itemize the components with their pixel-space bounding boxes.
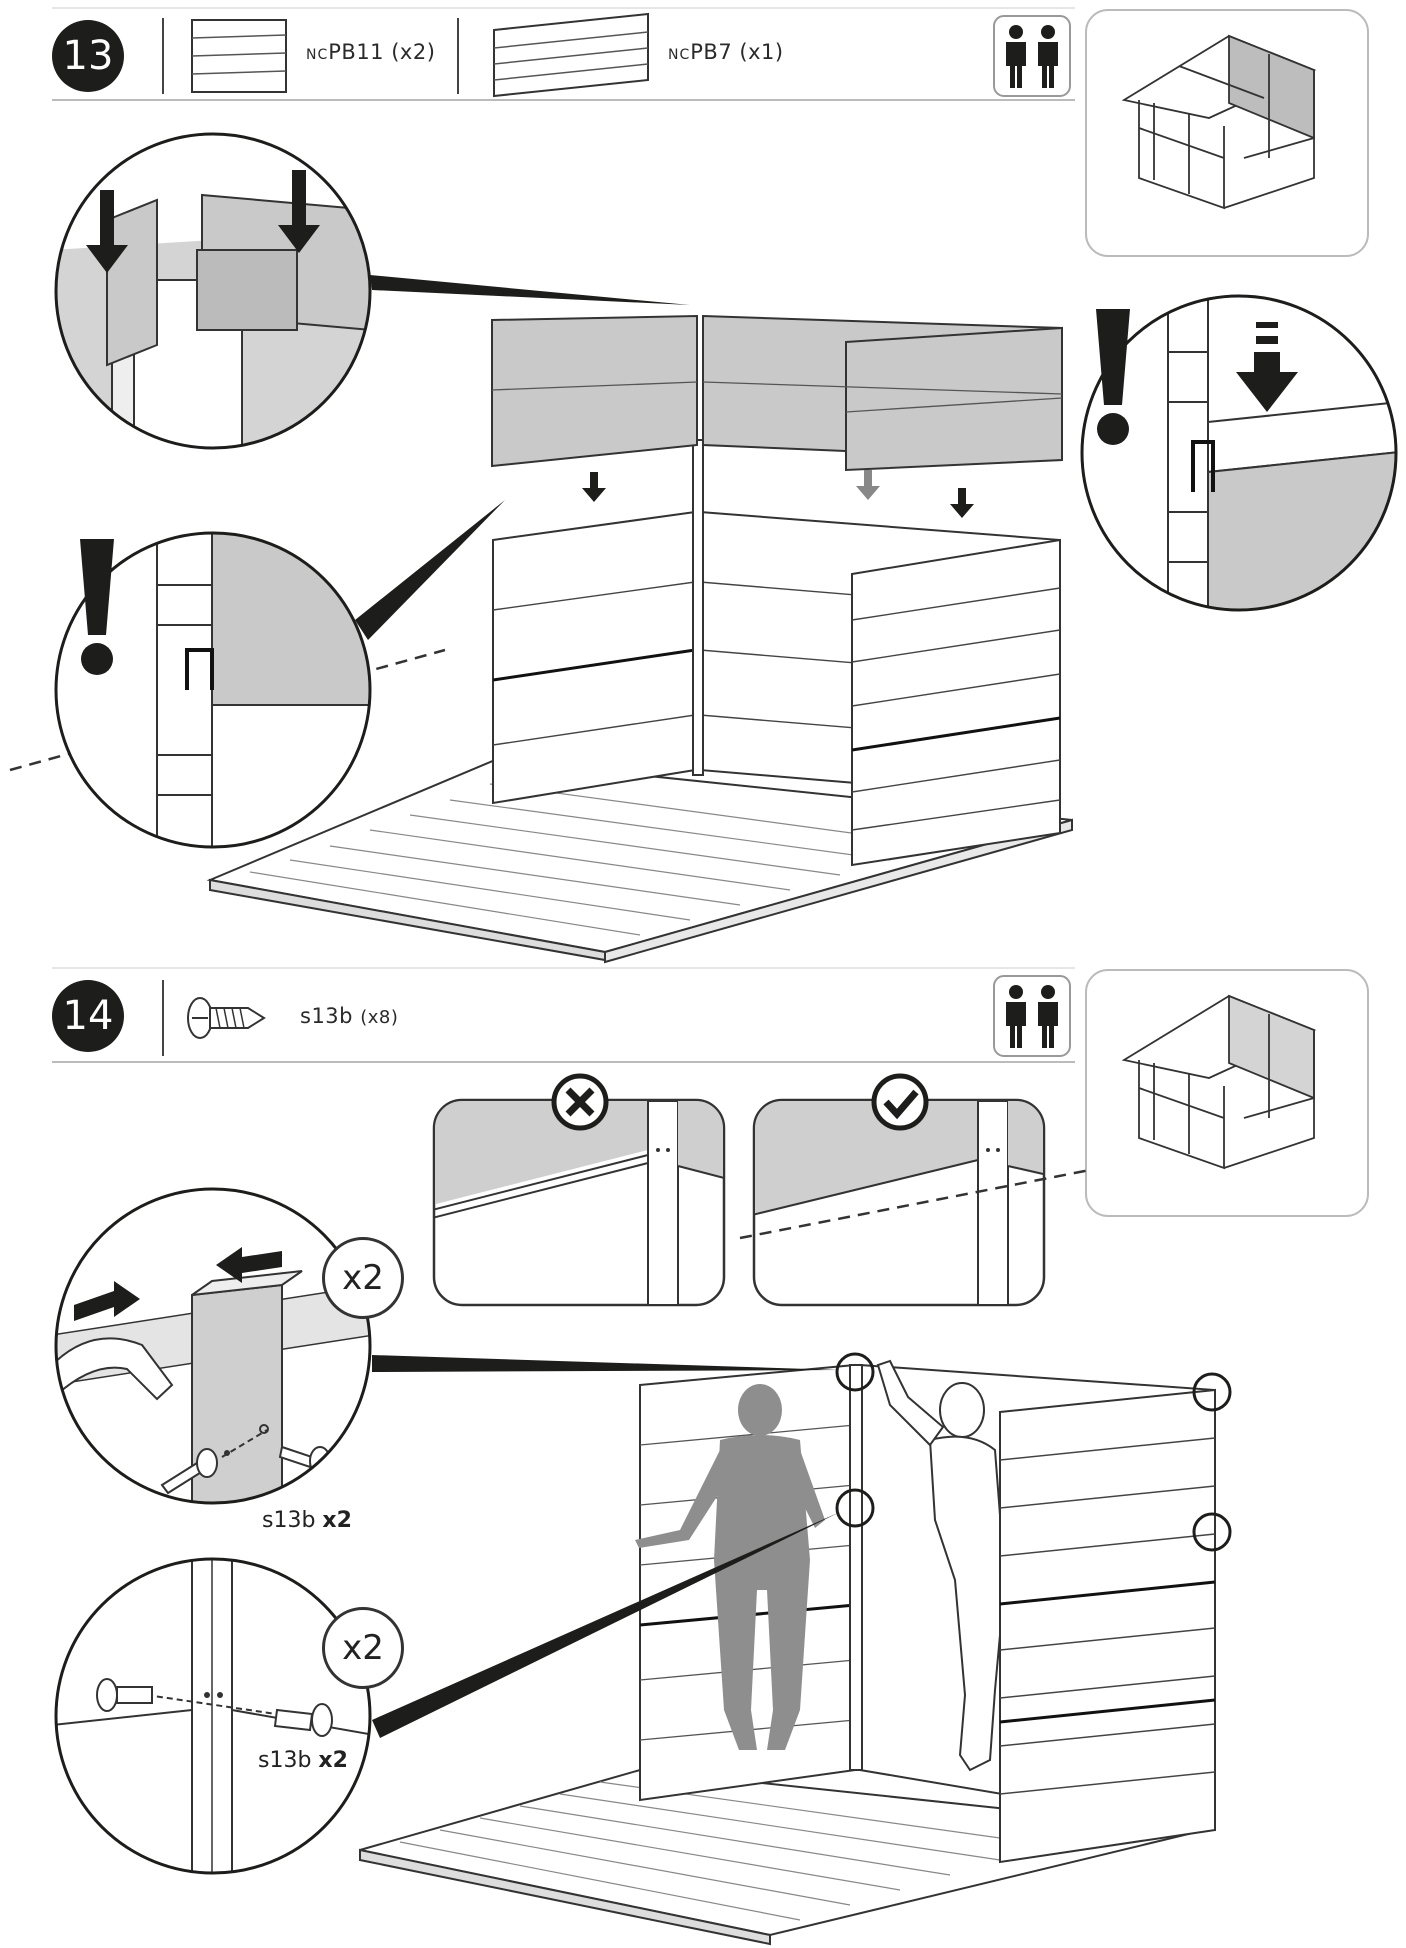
multiplier-badge-bottom-text: x2: [342, 1628, 384, 1668]
warning-exclamation-icon-right: [1096, 309, 1130, 445]
person-silhouette-icon: [635, 1384, 825, 1750]
two-people-icon: [993, 15, 1071, 97]
screw-callout-label-top: s13b x2: [262, 1508, 352, 1533]
two-people-icon-step14: [993, 975, 1071, 1057]
shed-thumbnail-step13: [1085, 9, 1369, 257]
worker-figure-icon: [876, 1359, 1007, 1772]
part-pb11-qty: (x2): [391, 40, 436, 64]
part-pb7-label: NCPB7 (x1): [668, 40, 784, 64]
part-pb11-label: NCPB11 (x2): [306, 40, 435, 64]
screw-callout-top-qty: x2: [322, 1508, 352, 1533]
part-pb7-code: PB7: [690, 40, 733, 64]
screw-callout-bottom-code: s13b: [258, 1748, 312, 1773]
part-pb11-prefix: NC: [306, 47, 329, 63]
screw-callout-bottom-qty: x2: [318, 1748, 348, 1773]
shed-thumbnail-step14: [1085, 969, 1369, 1217]
multiplier-badge-top-text: x2: [342, 1258, 384, 1298]
step-14-number-text: 14: [62, 993, 114, 1039]
check-mark-icon: [871, 1073, 929, 1131]
screw-callout-label-bottom: s13b x2: [258, 1748, 348, 1773]
zoom-callout-upper-joint: [1080, 294, 1398, 612]
screw-icon: [187, 997, 266, 1039]
warning-exclamation-icon: [80, 539, 114, 675]
step-13-number: 13: [52, 20, 124, 92]
part-pb11-code: PB11: [328, 40, 385, 64]
compare-correct-panel: [752, 1073, 1046, 1307]
part-pb7-qty: (x1): [739, 40, 784, 64]
panel-pb11-icon: [191, 19, 287, 93]
compare-wrong-panel: [432, 1073, 726, 1307]
x-mark-icon: [551, 1073, 609, 1131]
step-13-number-text: 13: [62, 33, 114, 79]
panel-pb7-icon: [493, 12, 649, 98]
part-s13b-qty: (x8): [360, 1007, 399, 1028]
step-14-number: 14: [52, 980, 124, 1052]
screw-callout-top-code: s13b: [262, 1508, 316, 1533]
multiplier-badge-bottom: x2: [322, 1607, 404, 1689]
zoom-callout-panel-insert: [54, 132, 372, 450]
zoom-callout-post-screws: [54, 1557, 372, 1875]
part-s13b-label: s13b (x8): [300, 1004, 398, 1028]
zoom-callout-lower-joint: [54, 531, 372, 849]
multiplier-badge-top: x2: [322, 1237, 404, 1319]
zoom-callout-bracket-screws: [54, 1187, 372, 1505]
part-pb7-prefix: NC: [668, 47, 691, 63]
part-s13b-code: s13b: [300, 1004, 353, 1028]
